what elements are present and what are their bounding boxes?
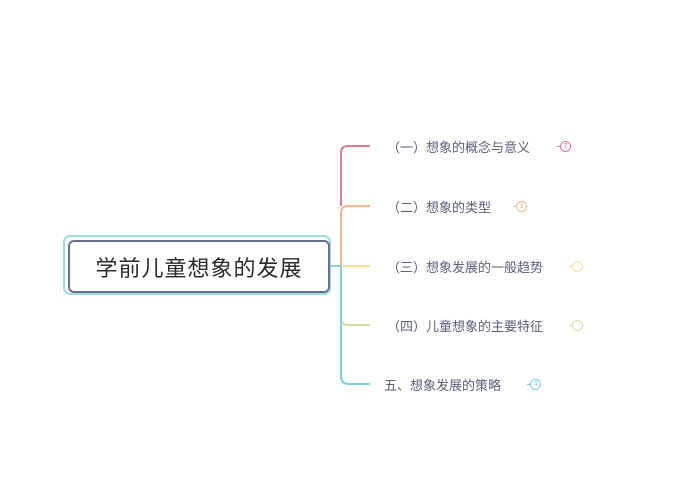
- branch-label: 五、想象发展的策略: [384, 378, 502, 394]
- branch-label: （一）想象的概念与意义: [387, 140, 531, 156]
- badge-connector: [513, 206, 517, 207]
- collapse-count-badge[interactable]: [572, 261, 583, 272]
- branch-node-5[interactable]: 五、想象发展的策略: [384, 374, 501, 394]
- branch-node-1[interactable]: （一）想象的概念与意义: [387, 136, 530, 156]
- branch-label: （三）想象发展的一般趋势: [387, 260, 544, 276]
- branch-node-3[interactable]: （三）想象发展的一般趋势: [387, 256, 543, 276]
- collapse-count-badge[interactable]: [572, 320, 583, 331]
- root-node[interactable]: 学前儿童想象的发展: [68, 240, 330, 293]
- collapse-count-badge[interactable]: 3: [516, 201, 527, 212]
- badge-connector: [527, 384, 531, 385]
- collapse-count-badge[interactable]: 7: [560, 141, 571, 152]
- branch-label: （二）想象的类型: [387, 200, 492, 216]
- badge-connector: [569, 266, 573, 267]
- collapse-count-badge[interactable]: 4: [530, 379, 541, 390]
- branch-label: （四）儿童想象的主要特征: [387, 319, 544, 335]
- root-node-label: 学前儿童想象的发展: [95, 256, 303, 282]
- badge-connector: [557, 146, 561, 147]
- branch-node-2[interactable]: （二）想象的类型: [387, 196, 491, 216]
- branch-node-4[interactable]: （四）儿童想象的主要特征: [387, 315, 543, 335]
- badge-connector: [569, 325, 573, 326]
- root-node-frame: [63, 235, 331, 295]
